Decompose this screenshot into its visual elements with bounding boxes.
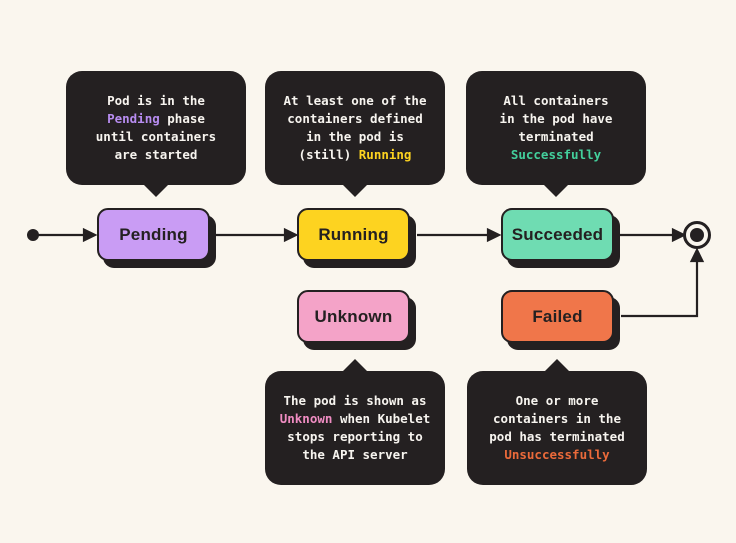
state-label-running: Running [318, 224, 389, 244]
state-label-succeeded: Succeeded [511, 224, 604, 244]
state-box-running: Running [297, 208, 410, 261]
state-label-unknown: Unknown [314, 306, 393, 326]
start-node-icon [27, 229, 39, 241]
arrowhead-icon [689, 247, 705, 263]
arrowhead-icon [671, 227, 687, 243]
state-box-unknown: Unknown [297, 290, 410, 343]
end-node-icon [683, 221, 711, 249]
state-box-pending: Pending [97, 208, 210, 261]
state-label-pending: Pending [119, 224, 188, 244]
arrowhead-icon [283, 227, 299, 243]
end-node-core-dot [690, 228, 704, 242]
arrowhead-icon [82, 227, 98, 243]
state-box-failed: Failed [501, 290, 614, 343]
bubble-tail-icon [544, 359, 570, 372]
bubble-tail-icon [342, 359, 368, 372]
arrow-failed-to-end [621, 258, 699, 318]
bubble-tail-icon [543, 184, 569, 197]
bubble-tail-icon [143, 184, 169, 197]
bubble-tail-icon [342, 184, 368, 197]
state-box-succeeded: Succeeded [501, 208, 614, 261]
state-label-failed: Failed [532, 306, 583, 326]
arrowhead-icon [486, 227, 502, 243]
